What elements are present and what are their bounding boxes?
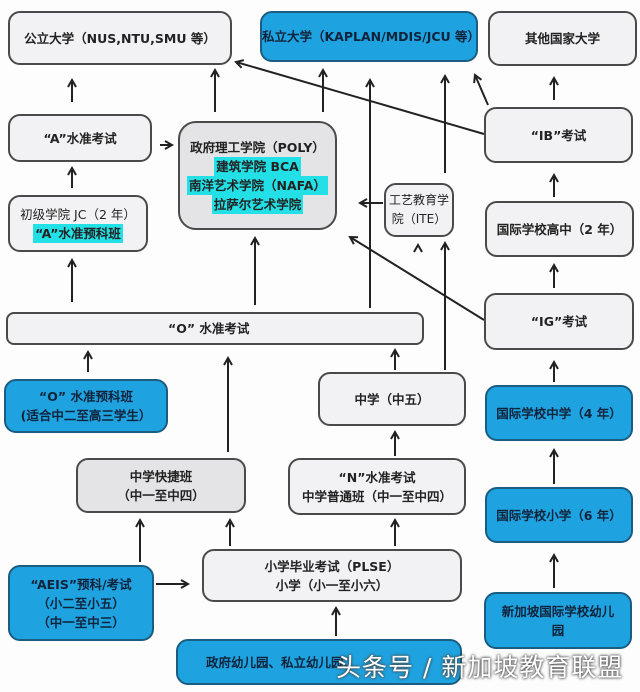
label: 新加坡国际学校幼儿园 [501, 603, 615, 638]
label: (适合中二至高三学生） [20, 408, 152, 423]
node-secondary-5: 中学（中五） [318, 372, 466, 426]
label: “IB”考试 [530, 127, 587, 143]
label: “A”水准考试 [43, 130, 117, 146]
node-poly: 政府理工学院（POLY） 建筑学院 BCA 南洋艺术学院（NAFA） 拉萨尔艺术… [178, 121, 337, 230]
label: “N”水准考试 [338, 469, 416, 485]
label: “O” 水准预科班 [39, 389, 133, 404]
node-junior-college: 初级学院 JC（2 年） “A”水准预科班 [8, 195, 148, 252]
label: 中学普通班（中一至中四） [301, 488, 452, 504]
label: 国际学校小学（6 年） [496, 507, 622, 523]
node-intl-kindergarten: 新加坡国际学校幼儿园 [484, 592, 632, 649]
label: （中一至中四） [117, 487, 205, 503]
arrow [350, 237, 485, 321]
label: 中学（中五） [354, 391, 430, 407]
watermark: 头条号 / 新加坡教育联盟 [336, 653, 624, 682]
node-a-level-exam: “A”水准考试 [8, 114, 152, 162]
label: 私立大学（KAPLAN/MDIS/JCU 等） [262, 29, 481, 44]
node-express-stream: 中学快捷班 （中一至中四） [76, 458, 246, 513]
label: 初级学院 JC（2 年） [20, 206, 136, 222]
label: 南洋艺术学院（NAFA） [187, 175, 328, 195]
label: “IG”考试 [530, 314, 588, 329]
label: （小二至小五） [37, 595, 125, 611]
label: 国际学校高中（2 年） [496, 221, 623, 237]
label: 其他国家大学 [524, 31, 600, 46]
node-ib-exam: “IB”考试 [484, 107, 633, 163]
node-public-university: 公立大学（NUS,NTU,SMU 等） [8, 11, 232, 65]
label: 小学毕业考试（PLSE） [264, 558, 400, 574]
node-ig-exam: “IG”考试 [484, 293, 634, 350]
label: 院（ITE） [391, 212, 447, 226]
label: “O” 水准考试 [168, 321, 250, 336]
label: 政府理工学院（POLY） [190, 139, 325, 155]
label: “A”水准预科班 [33, 223, 123, 243]
node-kindergarten: 政府幼儿园、私立幼儿园、 [176, 639, 462, 685]
label: 国际学校中学（4 年） [496, 405, 622, 421]
node-intl-high-school: 国际学校高中（2 年） [485, 201, 634, 257]
label: （中一至中三） [37, 614, 125, 630]
label: 建筑学院 BCA [214, 156, 301, 176]
node-intl-secondary: 国际学校中学（4 年） [485, 385, 633, 441]
label: 小学（小一至小六） [275, 577, 389, 593]
node-intl-primary: 国际学校小学（6 年） [485, 487, 633, 543]
node-private-university: 私立大学（KAPLAN/MDIS/JCU 等） [260, 11, 481, 62]
node-o-level-exam: “O” 水准考试 [6, 312, 424, 345]
label: 工艺教育学 [388, 193, 449, 207]
node-overseas-university: 其他国家大学 [488, 11, 637, 66]
label: 政府幼儿园、私立幼儿园、 [206, 654, 357, 670]
node-aeis: “AEIS”预科/考试 （小二至小五） （中一至中三） [8, 565, 154, 641]
node-ite: 工艺教育学 院（ITE） [384, 183, 454, 237]
node-o-level-prep: “O” 水准预科班 (适合中二至高三学生） [4, 379, 168, 433]
arrow [236, 62, 485, 135]
label: “AEIS”预科/考试 [30, 576, 132, 592]
label: 拉萨尔艺术学院 [211, 194, 304, 214]
arrow [475, 75, 489, 106]
label: 公立大学（NUS,NTU,SMU 等） [24, 30, 216, 46]
node-plse: 小学毕业考试（PLSE） 小学（小一至小六） [202, 549, 462, 602]
node-normal-stream: “N”水准考试 中学普通班（中一至中四） [288, 458, 466, 515]
label: 中学快捷班 [129, 468, 193, 484]
